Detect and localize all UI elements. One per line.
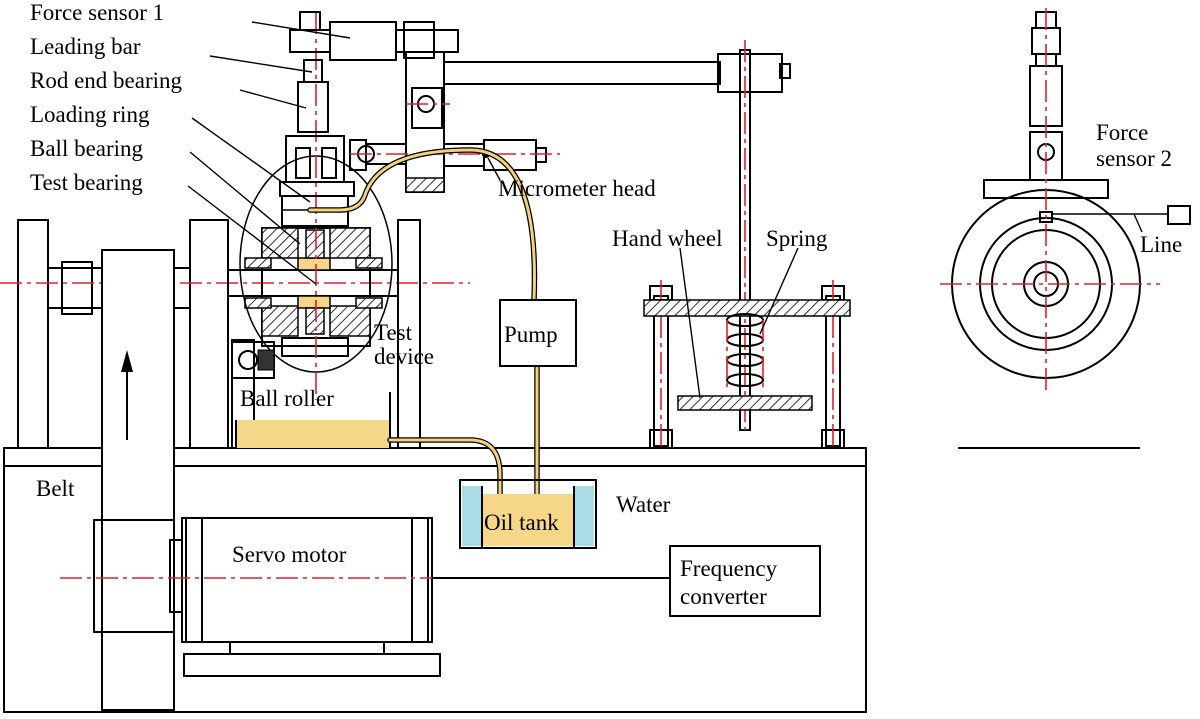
label-spring: Spring <box>766 226 828 251</box>
text-labels: Force sensor 1 Leading bar Rod end beari… <box>30 0 1182 609</box>
label-pump: Pump <box>504 322 558 347</box>
label-force-sensor-1: Force sensor 1 <box>30 0 164 25</box>
label-frequency-converter-line1: Frequency <box>680 556 778 581</box>
spring-coil <box>726 313 764 390</box>
loading-assembly <box>279 11 791 197</box>
oil-circuit <box>307 147 597 549</box>
label-test-device-line2: device <box>374 344 434 369</box>
label-ball-roller: Ball roller <box>240 386 334 411</box>
servo-motor <box>60 517 821 677</box>
label-leading-bar: Leading bar <box>30 34 141 59</box>
label-force-sensor-2-line1: Force <box>1096 120 1148 145</box>
label-micrometer-head: Micrometer head <box>498 176 656 201</box>
side-view <box>940 8 1191 449</box>
label-test-device-line1: Test <box>374 320 413 345</box>
label-rod-end-bearing: Rod end bearing <box>30 68 183 93</box>
label-belt: Belt <box>36 476 75 501</box>
label-test-bearing: Test bearing <box>30 170 143 195</box>
test-device <box>227 12 421 449</box>
label-loading-ring: Loading ring <box>30 102 150 127</box>
label-force-sensor-2-line2: sensor 2 <box>1096 146 1172 171</box>
label-line: Line <box>1140 232 1182 257</box>
label-frequency-converter-line2: converter <box>680 584 767 609</box>
label-oil-tank: Oil tank <box>484 510 559 535</box>
label-water: Water <box>616 492 671 517</box>
hand-wheel-assembly <box>643 40 851 449</box>
label-ball-bearing: Ball bearing <box>30 136 144 161</box>
label-hand-wheel: Hand wheel <box>612 226 723 251</box>
label-servo-motor: Servo motor <box>232 542 347 567</box>
belt <box>101 249 175 711</box>
leader-lines <box>187 21 1143 399</box>
